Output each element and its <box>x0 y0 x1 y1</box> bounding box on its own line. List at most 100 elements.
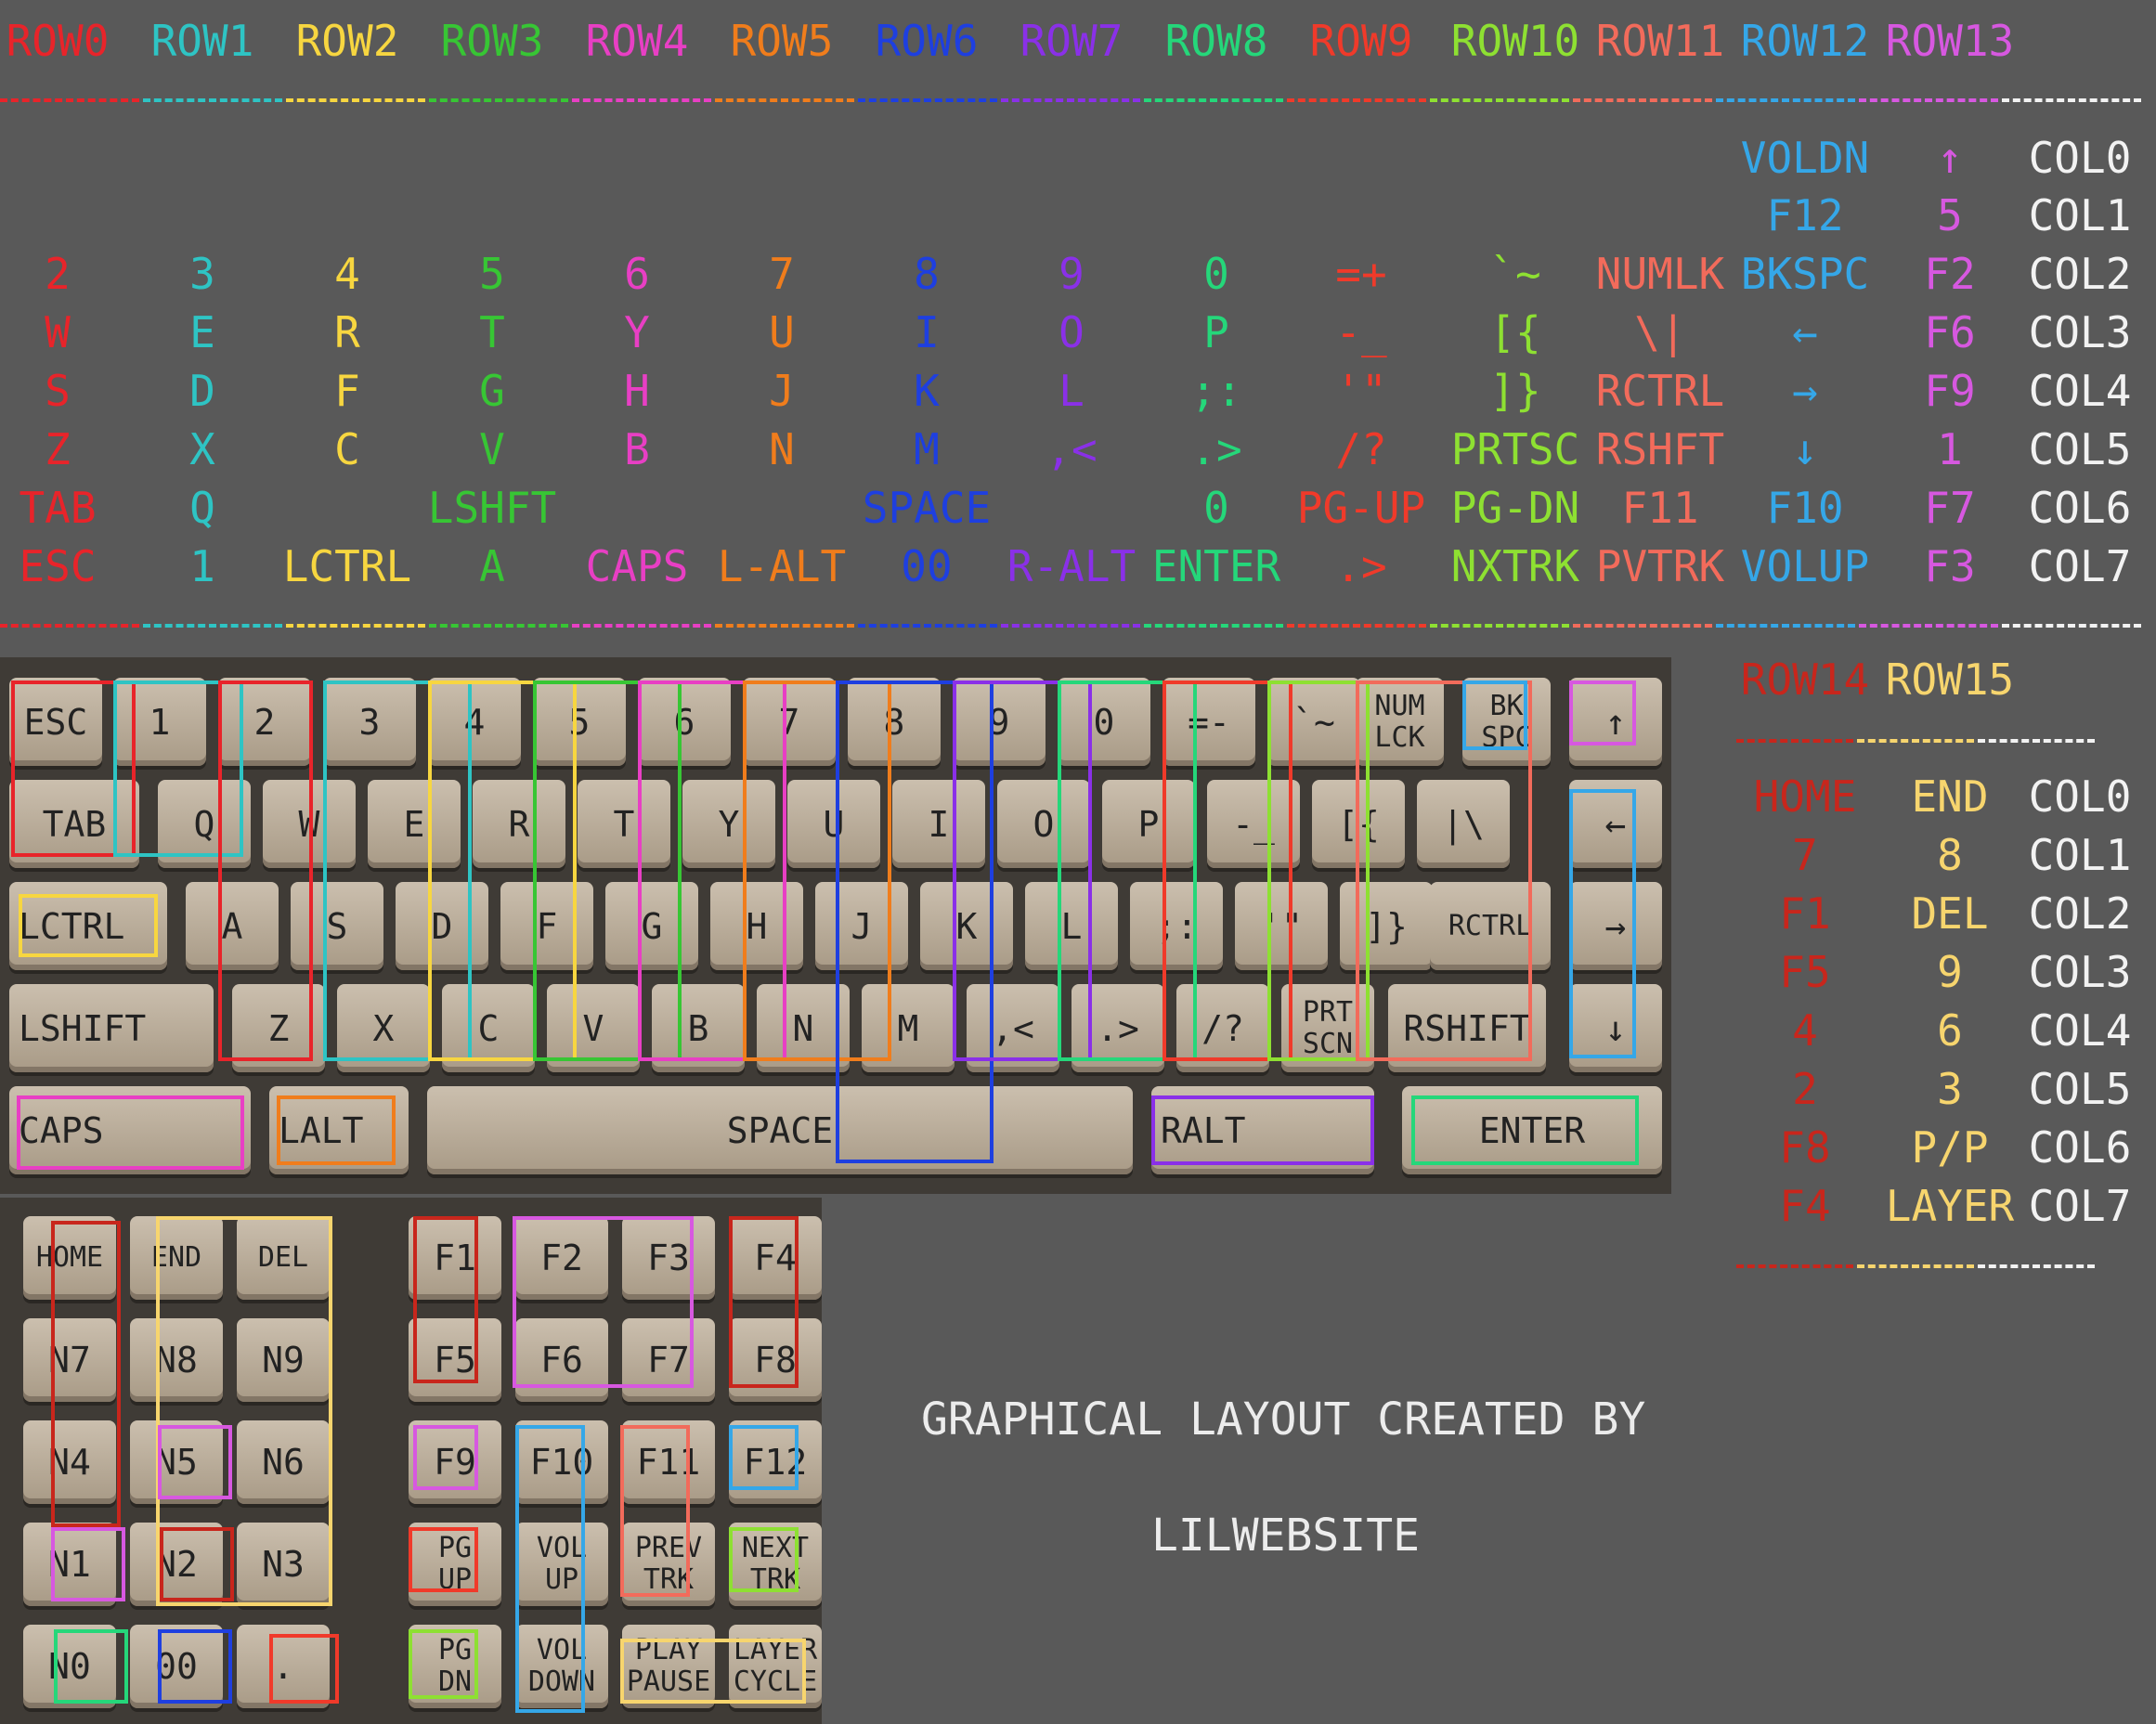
numpad-key-0[interactable]: HOME <box>23 1216 116 1300</box>
key-down-arrow[interactable]: ↓ <box>1569 984 1662 1072</box>
key-42[interactable]: '" <box>1235 882 1328 970</box>
key-24[interactable]: I <box>892 780 985 868</box>
key-20[interactable]: R <box>473 780 565 868</box>
key-56[interactable]: /? <box>1176 984 1269 1072</box>
numpad-key-11[interactable]: N3 <box>237 1523 330 1606</box>
key-26[interactable]: P <box>1102 780 1195 868</box>
key-41[interactable]: ;: <box>1130 882 1223 970</box>
key-1[interactable]: 1 <box>113 678 206 766</box>
key-17[interactable]: Q <box>158 780 251 868</box>
numpad-key-13[interactable]: 00 <box>130 1625 223 1708</box>
fn-key-6[interactable]: F7 <box>622 1318 715 1402</box>
key-55[interactable]: .> <box>1072 984 1164 1072</box>
key-11[interactable]: =- <box>1162 678 1255 766</box>
fn-key-8[interactable]: F9 <box>409 1420 501 1504</box>
key-0[interactable]: ESC <box>9 678 102 766</box>
fn-key-7[interactable]: F8 <box>729 1318 822 1402</box>
numpad-key-1[interactable]: END <box>130 1216 223 1300</box>
fn-key-3[interactable]: F4 <box>729 1216 822 1300</box>
key-13[interactable]: NUM LCK <box>1356 678 1444 766</box>
fn-key-17[interactable]: VOL DOWN <box>515 1625 608 1708</box>
key-35[interactable]: F <box>500 882 593 970</box>
numpad-key-2[interactable]: DEL <box>237 1216 330 1300</box>
numpad-key-3[interactable]: N7 <box>23 1318 116 1402</box>
key-47[interactable]: Z <box>232 984 325 1072</box>
key-4[interactable]: 4 <box>428 678 521 766</box>
numpad-key-12[interactable]: N0 <box>23 1625 116 1708</box>
numpad-key-4[interactable]: N8 <box>130 1318 223 1402</box>
key-18[interactable]: W <box>263 780 356 868</box>
key-19[interactable]: E <box>368 780 461 868</box>
key-10[interactable]: 0 <box>1058 678 1150 766</box>
fn-key-4[interactable]: F5 <box>409 1318 501 1402</box>
key-27[interactable]: -_ <box>1207 780 1300 868</box>
numpad-key-5[interactable]: N9 <box>237 1318 330 1402</box>
key-29[interactable]: |\ <box>1417 780 1510 868</box>
key-enter[interactable]: ENTER <box>1402 1086 1662 1174</box>
fn-key-13[interactable]: VOL UP <box>515 1523 608 1606</box>
key-33[interactable]: S <box>291 882 383 970</box>
fn-key-14[interactable]: PREV TRK <box>622 1523 715 1606</box>
key-right-arrow[interactable]: → <box>1569 882 1662 970</box>
numpad-key-9[interactable]: N1 <box>23 1523 116 1606</box>
key-left-arrow[interactable]: ← <box>1569 780 1662 868</box>
key-ralt[interactable]: RALT <box>1151 1086 1374 1174</box>
fn-key-18[interactable]: PLAY PAUSE <box>622 1625 715 1708</box>
key-49[interactable]: C <box>442 984 535 1072</box>
key-37[interactable]: H <box>710 882 803 970</box>
key-2[interactable]: 2 <box>218 678 311 766</box>
numpad-key-10[interactable]: N2 <box>130 1523 223 1606</box>
key-51[interactable]: B <box>652 984 745 1072</box>
key-21[interactable]: T <box>578 780 670 868</box>
key-50[interactable]: V <box>547 984 640 1072</box>
fn-key-0[interactable]: F1 <box>409 1216 501 1300</box>
fn-key-9[interactable]: F10 <box>515 1420 608 1504</box>
key-15[interactable]: ↑ <box>1569 678 1662 766</box>
key-48[interactable]: X <box>337 984 430 1072</box>
key-rctrl[interactable]: RCTRL <box>1430 882 1551 970</box>
fn-key-2[interactable]: F3 <box>622 1216 715 1300</box>
key-8[interactable]: 8 <box>848 678 941 766</box>
key-22[interactable]: Y <box>682 780 775 868</box>
fn-key-5[interactable]: F6 <box>515 1318 608 1402</box>
fn-key-10[interactable]: F11 <box>622 1420 715 1504</box>
fn-key-19[interactable]: LAYER CYCLE <box>729 1625 822 1708</box>
key-6[interactable]: 6 <box>638 678 731 766</box>
key-lshift[interactable]: LSHIFT <box>9 984 214 1072</box>
key-3[interactable]: 3 <box>323 678 416 766</box>
key-38[interactable]: J <box>815 882 908 970</box>
key-40[interactable]: L <box>1025 882 1118 970</box>
key-9[interactable]: 9 <box>953 678 1046 766</box>
fn-key-1[interactable]: F2 <box>515 1216 608 1300</box>
key-rshift[interactable]: RSHIFT <box>1388 984 1546 1072</box>
key-39[interactable]: K <box>920 882 1013 970</box>
key-caps[interactable]: CAPS <box>9 1086 251 1174</box>
key-52[interactable]: N <box>757 984 850 1072</box>
key-lctrl[interactable]: LCTRL <box>9 882 167 970</box>
fn-key-16[interactable]: PG DN <box>409 1625 501 1708</box>
key-25[interactable]: O <box>997 780 1090 868</box>
key-prtscn[interactable]: PRT SCN <box>1281 984 1374 1072</box>
numpad-key-8[interactable]: N6 <box>237 1420 330 1504</box>
key-5[interactable]: 5 <box>533 678 626 766</box>
key-28[interactable]: [{ <box>1312 780 1405 868</box>
numpad-key-6[interactable]: N4 <box>23 1420 116 1504</box>
numpad-key-7[interactable]: N5 <box>130 1420 223 1504</box>
key-lalt[interactable]: LALT <box>269 1086 409 1174</box>
key-34[interactable]: D <box>396 882 488 970</box>
key-23[interactable]: U <box>787 780 880 868</box>
key-12[interactable]: `~ <box>1267 678 1360 766</box>
key-14[interactable]: BK SPC <box>1462 678 1551 766</box>
key-53[interactable]: M <box>862 984 955 1072</box>
fn-key-15[interactable]: NEXT TRK <box>729 1523 822 1606</box>
fn-key-12[interactable]: PG UP <box>409 1523 501 1606</box>
numpad-key-14[interactable]: . <box>237 1625 330 1708</box>
key-space[interactable]: SPACE <box>427 1086 1133 1174</box>
key-32[interactable]: A <box>186 882 279 970</box>
key-7[interactable]: 7 <box>743 678 836 766</box>
key-54[interactable]: ,< <box>967 984 1059 1072</box>
key-tab[interactable]: TAB <box>9 780 139 868</box>
fn-key-11[interactable]: F12 <box>729 1420 822 1504</box>
key-36[interactable]: G <box>605 882 698 970</box>
key-43[interactable]: ]} <box>1340 882 1433 970</box>
